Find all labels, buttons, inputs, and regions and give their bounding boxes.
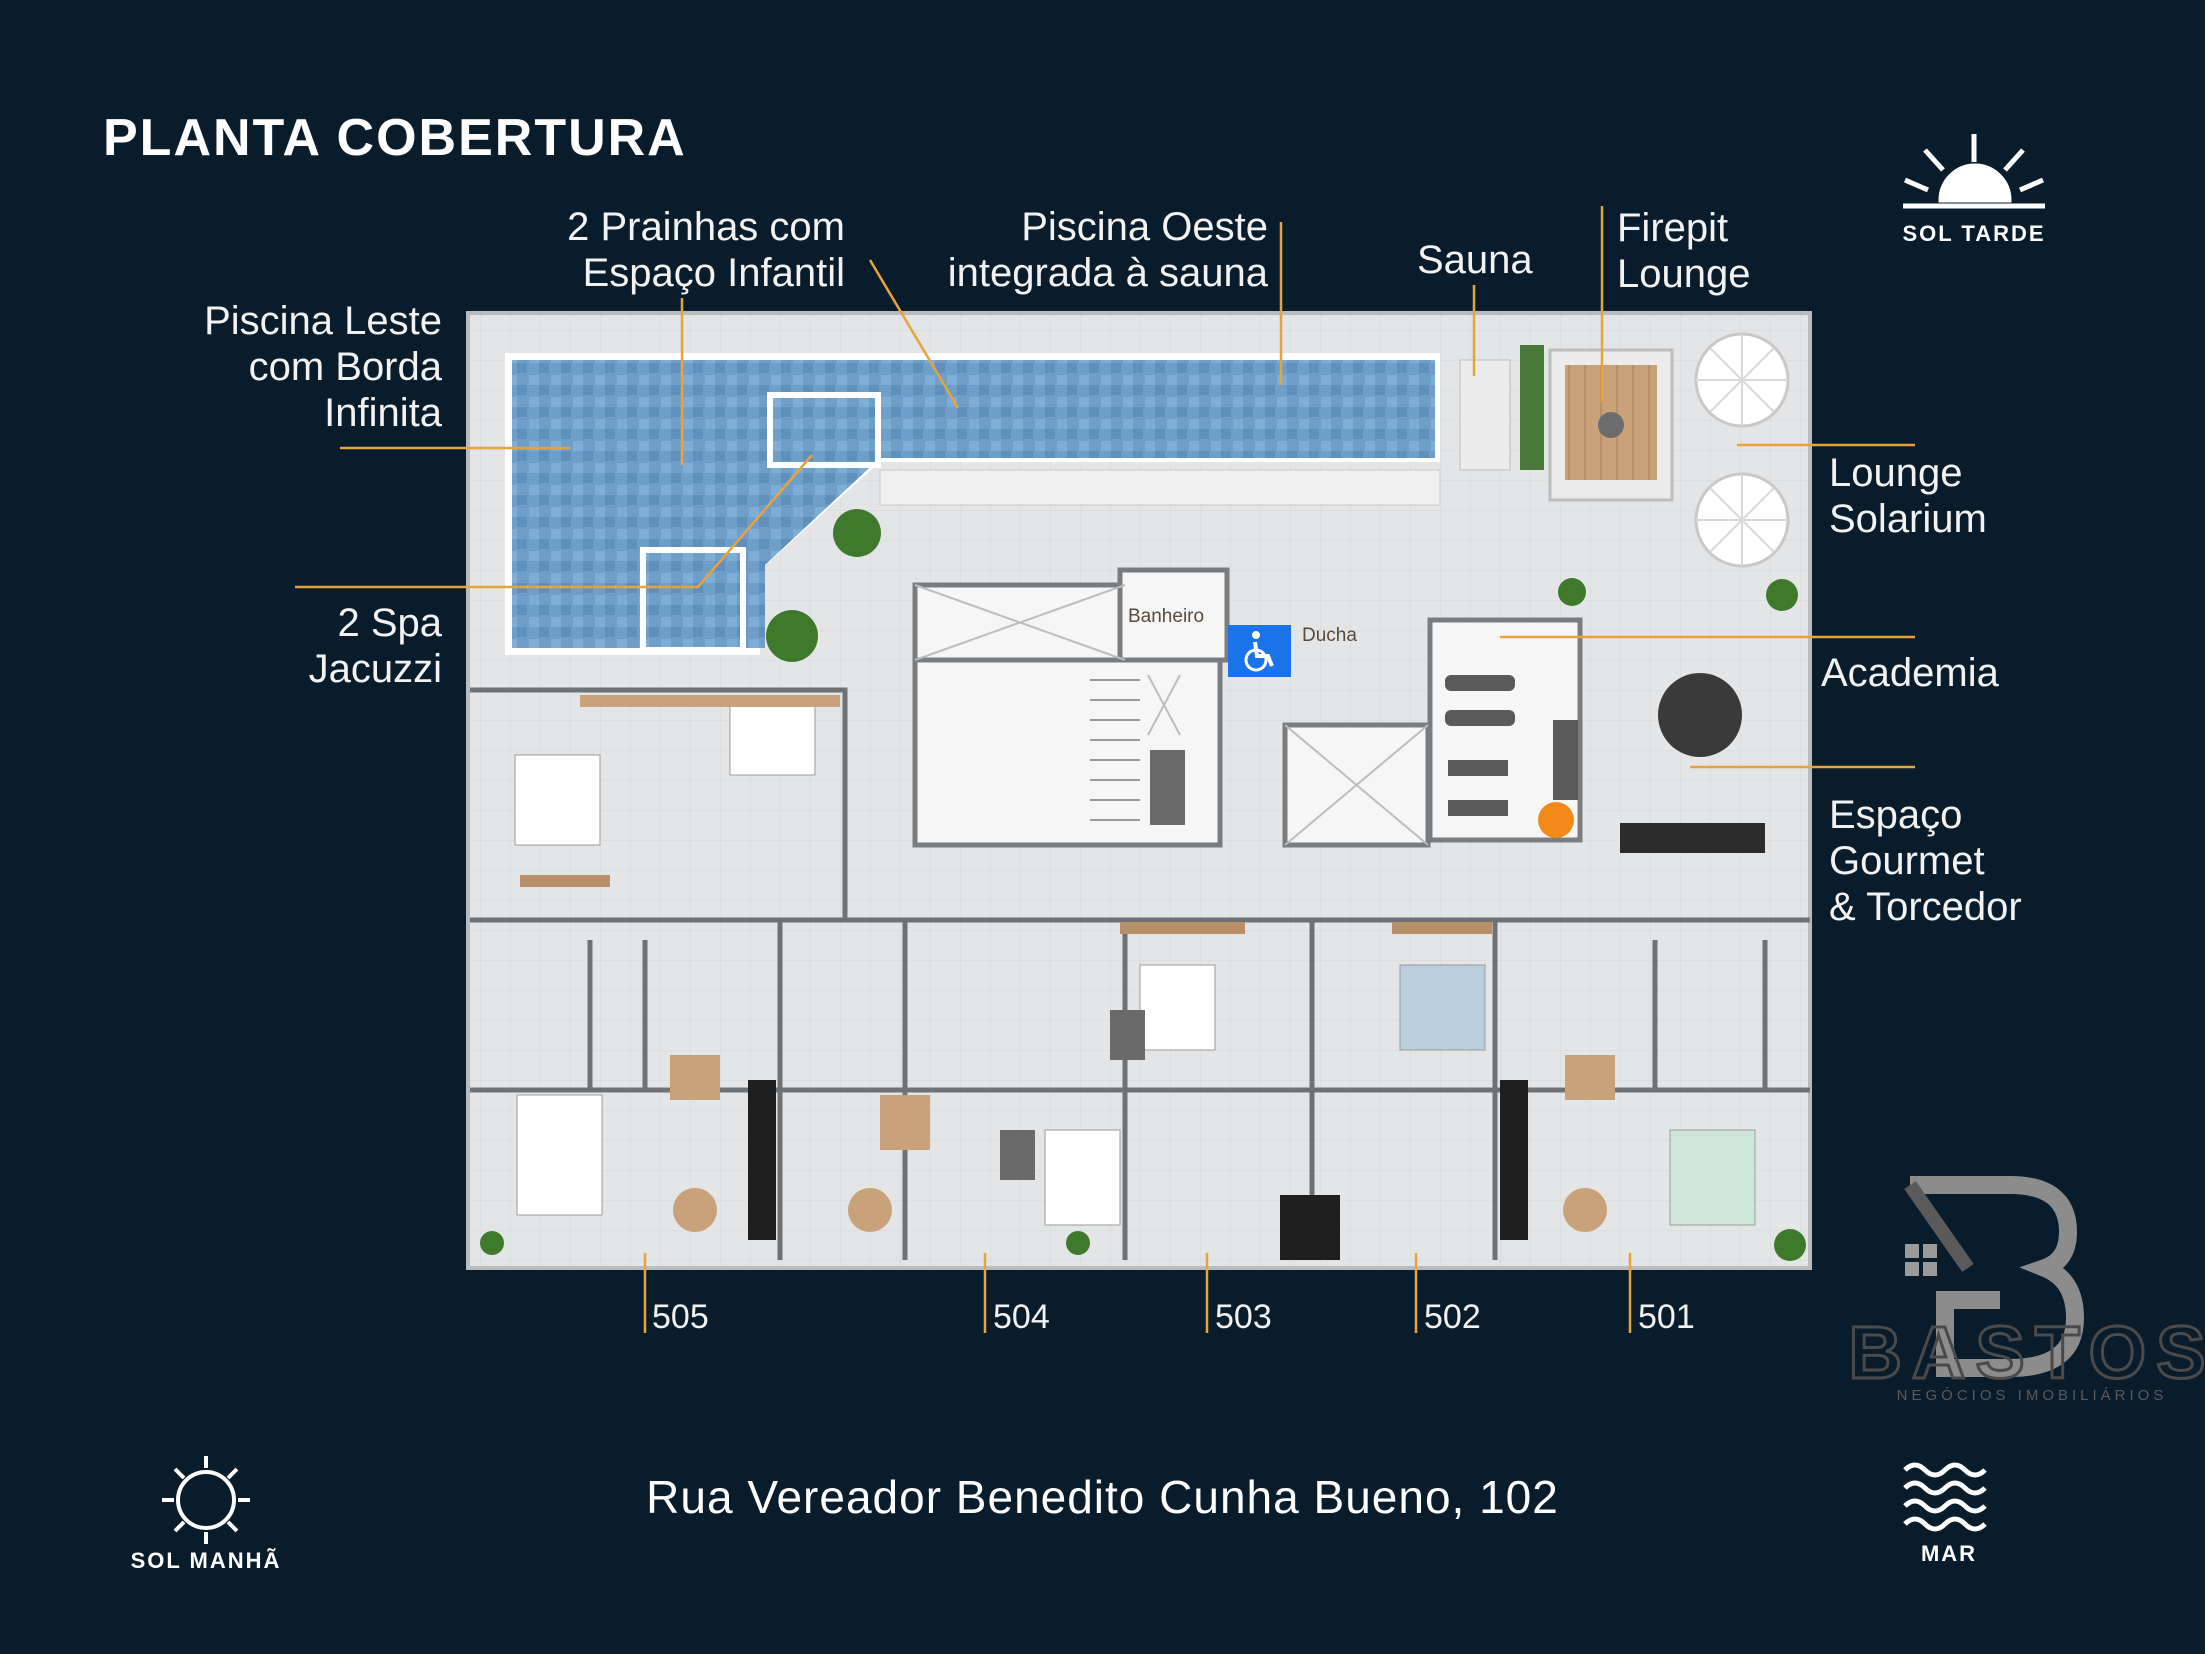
label-gourmet: Espaço Gourmet & Torcedor bbox=[1829, 793, 2022, 929]
label-prainhas: 2 Prainhas com Espaço Infantil bbox=[567, 205, 845, 295]
label-sauna: Sauna bbox=[1417, 238, 1533, 282]
sol-tarde-label: SOL TARDE bbox=[1902, 221, 2046, 246]
unit-502: 502 bbox=[1424, 1298, 1481, 1336]
unit-504: 504 bbox=[993, 1298, 1050, 1336]
unit-501: 501 bbox=[1638, 1298, 1695, 1336]
svg-text:NEGÓCIOS IMOBILIÁRIOS: NEGÓCIOS IMOBILIÁRIOS bbox=[1897, 1387, 2168, 1404]
stairs bbox=[1090, 679, 1140, 821]
label-firepit: Firepit Lounge bbox=[1617, 206, 1751, 296]
mar-label: MAR bbox=[1920, 1541, 1978, 1566]
gym-equipment bbox=[1445, 675, 1578, 838]
wheelchair-icon bbox=[1228, 625, 1291, 677]
unit-503: 503 bbox=[1215, 1298, 1272, 1336]
label-piscina-leste: Piscina Leste com Borda Infinita bbox=[204, 299, 442, 435]
palm-trees bbox=[480, 509, 1806, 1261]
address: Rua Vereador Benedito Cunha Bueno, 102 bbox=[646, 1471, 1559, 1523]
ducha-label: Ducha bbox=[1302, 625, 1357, 646]
svg-text:BASTOS: BASTOS bbox=[1848, 1311, 2205, 1394]
label-piscina-oeste: Piscina Oeste integrada à sauna bbox=[947, 205, 1268, 295]
page-title: PLANTA COBERTURA bbox=[103, 109, 687, 167]
sunset-icon bbox=[1903, 134, 2045, 209]
bastos-logo: BASTOS NEGÓCIOS IMOBILIÁRIOS bbox=[1847, 1176, 2205, 1404]
unit-505: 505 bbox=[652, 1298, 709, 1336]
banheiro-label: Banheiro bbox=[1128, 606, 1204, 627]
leader-lines bbox=[295, 206, 1915, 1333]
apartment-furniture bbox=[514, 695, 1756, 1260]
solarium-umbrellas bbox=[1694, 332, 1790, 568]
gourmet-area bbox=[1620, 673, 1765, 853]
label-academia: Academia bbox=[1821, 651, 1999, 695]
sun-icon bbox=[162, 1456, 250, 1544]
pool-area bbox=[505, 345, 1544, 655]
label-spa: 2 Spa Jacuzzi bbox=[308, 601, 442, 691]
firepit-lounge bbox=[1548, 348, 1674, 502]
label-lounge-solarium: Lounge Solarium bbox=[1829, 451, 1987, 541]
sol-manha-label: SOL MANHÃ bbox=[130, 1548, 282, 1573]
waves-icon bbox=[1903, 1462, 1987, 1532]
